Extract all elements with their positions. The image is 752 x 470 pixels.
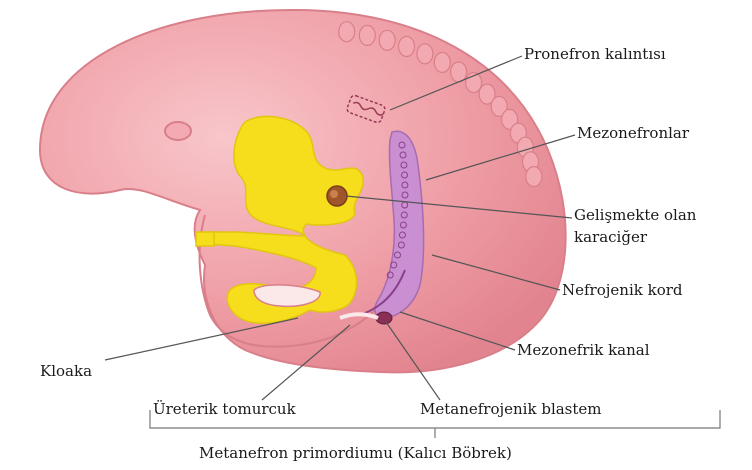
label-nefrojenik: Nefrojenik kord xyxy=(562,281,683,299)
somite xyxy=(379,30,395,50)
liver-inner xyxy=(330,190,338,198)
label-mezonefrik: Mezonefrik kanal xyxy=(517,341,650,359)
label-metanefron: Metanefron primordiumu (Kalıcı Böbrek) xyxy=(199,444,512,462)
label-ureterik: Üreterik tomurcuk xyxy=(153,400,296,418)
otic-bump xyxy=(165,122,191,140)
label-kloaka: Kloaka xyxy=(40,362,92,380)
label-karaciger-line1: Gelişmekte olan xyxy=(574,206,696,224)
label-pronefron: Pronefron kalıntısı xyxy=(524,45,666,63)
somite xyxy=(434,52,450,72)
label-metanefrojenik: Metanefrojenik blastem xyxy=(420,400,602,418)
metanephric-blastema xyxy=(376,312,392,324)
label-karaciger-line2: karaciğer xyxy=(574,228,647,246)
somite xyxy=(359,25,375,45)
somite xyxy=(417,44,433,64)
somite xyxy=(399,37,415,57)
yolk-stalk xyxy=(196,232,214,246)
somite xyxy=(526,167,542,187)
label-mezonefronlar: Mezonefronlar xyxy=(577,124,689,142)
cloaca-pocket xyxy=(254,285,320,306)
somite xyxy=(339,22,355,42)
